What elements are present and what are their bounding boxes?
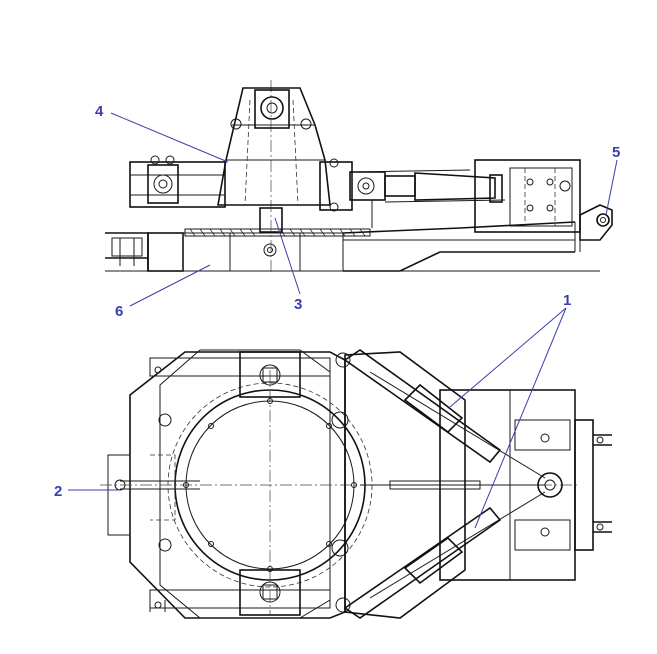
callout-label-4: 4 xyxy=(95,103,104,120)
leader-line-5 xyxy=(605,159,618,216)
hydraulic-cylinder-side xyxy=(349,169,506,228)
base-frame xyxy=(105,221,576,272)
hydraulic-cylinders-plan xyxy=(343,349,546,619)
slewing-ring xyxy=(184,80,371,275)
leader-line-3 xyxy=(274,217,301,295)
callout-label-6: 6 xyxy=(115,303,123,320)
callouts: 4 5 6 3 1 2 xyxy=(54,103,620,529)
plan-view xyxy=(100,349,612,619)
right-support-block xyxy=(474,159,613,252)
leader-line-1a xyxy=(449,307,567,408)
link-rods xyxy=(120,454,200,521)
slewing-ring-plan xyxy=(100,370,580,615)
main-frame xyxy=(107,349,346,619)
right-end-block xyxy=(439,389,612,581)
leader-line-6 xyxy=(129,264,211,307)
leader-line-4 xyxy=(110,112,229,163)
callout-label-3: 3 xyxy=(294,296,302,313)
side-elevation-view xyxy=(105,80,613,275)
rotating-body xyxy=(129,87,353,212)
callout-label-2: 2 xyxy=(54,483,62,500)
callout-label-1: 1 xyxy=(563,292,571,309)
lug-brackets xyxy=(239,351,301,616)
leader-line-1b xyxy=(474,307,567,529)
callout-label-5: 5 xyxy=(612,144,620,161)
frame-bolt-holes xyxy=(114,352,351,613)
